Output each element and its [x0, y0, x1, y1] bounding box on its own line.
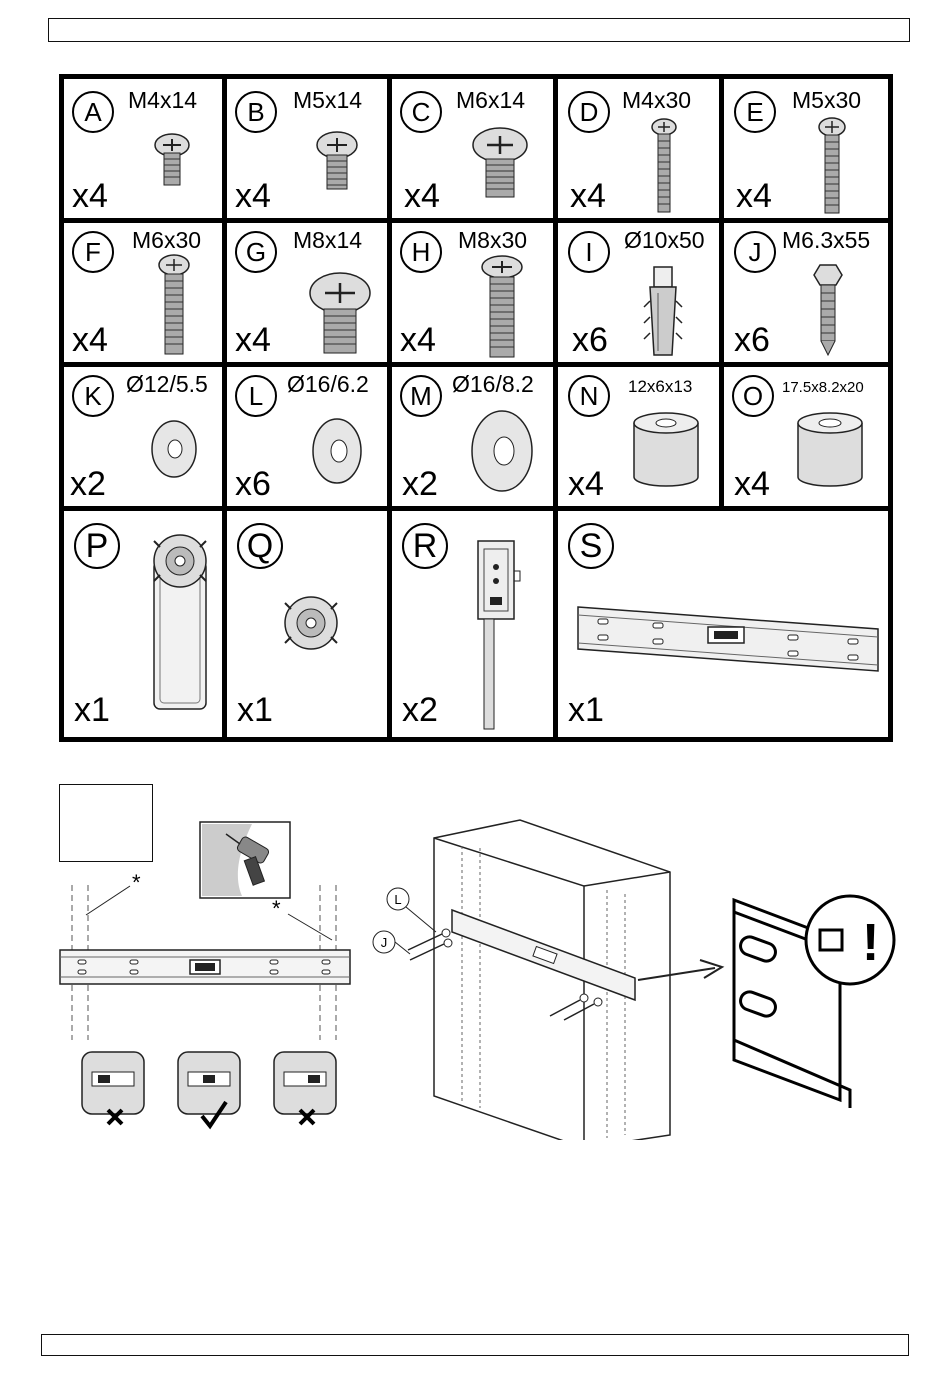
- lag-bolt-icon: [724, 223, 888, 362]
- hook-bracket-icon: [392, 511, 553, 737]
- part-cell-f: F M6x30 x4: [64, 223, 222, 362]
- screw-icon: [64, 79, 222, 218]
- callout-label: J: [381, 935, 388, 950]
- asterisk-mark: *: [272, 896, 281, 921]
- part-cell-k: K Ø12/5.5 x2: [64, 367, 222, 506]
- parts-grid: A M4x14 x4 B M5x14 x4 C M6x14 x4: [59, 74, 893, 742]
- bracket-arm-icon: [64, 511, 222, 737]
- footer-frame: [41, 1334, 909, 1356]
- part-cell-d: D M4x30 x4: [558, 79, 719, 218]
- part-cell-e: E M5x30 x4: [724, 79, 888, 218]
- installation-diagram: * *: [50, 790, 910, 1140]
- header-frame: [48, 18, 910, 42]
- part-cell-i: I Ø10x50 x6: [558, 223, 719, 362]
- part-cell-o: O 17.5x8.2x20 x4: [724, 367, 888, 506]
- warning-mark: !: [862, 914, 879, 972]
- spacer-icon: [724, 367, 888, 506]
- screw-icon: [392, 79, 553, 218]
- wall-plug-icon: [558, 223, 719, 362]
- drill-inset: [200, 822, 290, 898]
- wall-plate-icon: [558, 511, 888, 737]
- callout-label: L: [394, 892, 401, 907]
- part-cell-c: C M6x14 x4: [392, 79, 553, 218]
- part-cell-l: L Ø16/6.2 x6: [227, 367, 387, 506]
- washer-icon: [64, 367, 222, 506]
- washer-icon: [392, 367, 553, 506]
- level-check-figures: [82, 1052, 336, 1126]
- screw-icon: [227, 79, 387, 218]
- part-cell-p: P x1: [64, 511, 222, 737]
- detail-figure: !: [734, 896, 894, 1108]
- part-cell-m: M Ø16/8.2 x2: [392, 367, 553, 506]
- long-screw-icon: [724, 79, 888, 218]
- locking-cam-icon: [227, 511, 387, 737]
- level-correct: [178, 1052, 240, 1126]
- screw-icon: [227, 223, 387, 362]
- washer-icon: [227, 367, 387, 506]
- wall-mount-figure: L J: [373, 820, 722, 1140]
- long-screw-icon: [558, 79, 719, 218]
- part-cell-s: S x1: [558, 511, 888, 737]
- long-screw-icon: [392, 223, 553, 362]
- part-cell-n: N 12x6x13 x4: [558, 367, 719, 506]
- part-cell-h: H M8x30 x4: [392, 223, 553, 362]
- part-cell-a: A M4x14 x4: [64, 79, 222, 218]
- part-cell-q: Q x1: [227, 511, 387, 737]
- part-cell-g: G M8x14 x4: [227, 223, 387, 362]
- asterisk-mark: *: [132, 870, 141, 895]
- level-tilted-left: [82, 1052, 144, 1124]
- part-cell-j: J M6.3x55 x6: [724, 223, 888, 362]
- spacer-icon: [558, 367, 719, 506]
- level-tilted-right: [274, 1052, 336, 1124]
- part-cell-b: B M5x14 x4: [227, 79, 387, 218]
- part-cell-r: R x2: [392, 511, 553, 737]
- long-screw-icon: [64, 223, 222, 362]
